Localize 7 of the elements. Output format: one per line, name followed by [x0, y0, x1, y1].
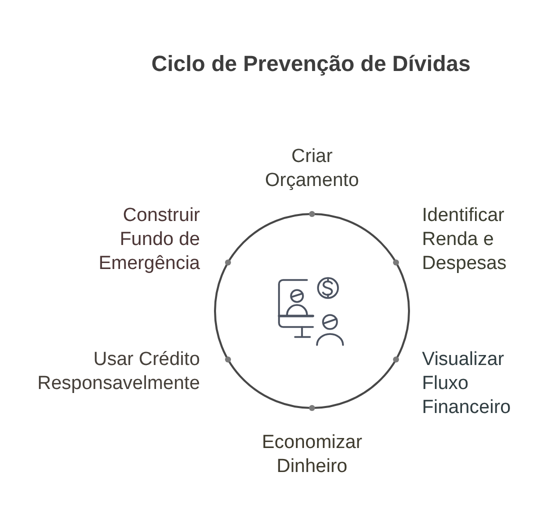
diagram-title: Ciclo de Prevenção de Dívidas	[151, 50, 471, 78]
step-label: Construir Fundo de Emergência	[90, 204, 200, 276]
step-label: Criar Orçamento	[257, 145, 367, 193]
step-label: Usar Crédito Responsavelmente	[28, 348, 200, 396]
step-label: Identificar Renda e Despesas	[422, 204, 517, 276]
step-label: Visualizar Fluxo Financeiro	[422, 348, 517, 420]
step-label: Economizar Dinheiro	[252, 431, 372, 479]
